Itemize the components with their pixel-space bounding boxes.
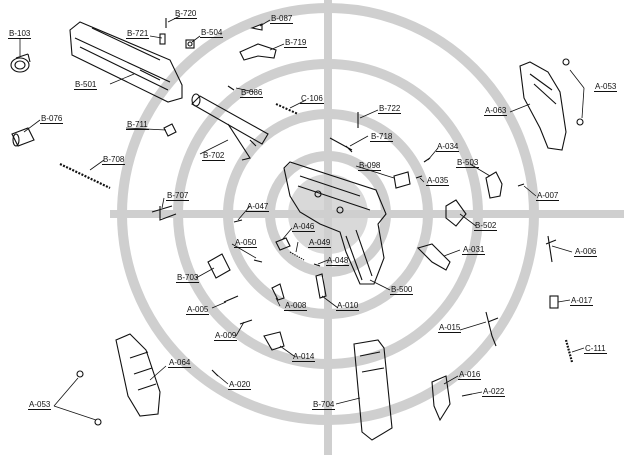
label-b098: B-098 (358, 161, 382, 171)
label-b704: B-704 (312, 400, 336, 410)
label-a015: A-015 (438, 323, 462, 333)
label-a008: A-008 (284, 301, 308, 311)
part-a006-spring (545, 235, 557, 263)
label-b504: B-504 (200, 28, 224, 38)
part-b703-link (207, 253, 231, 279)
label-b503: B-503 (456, 158, 480, 168)
label-a005: A-005 (186, 305, 210, 315)
part-a064-grip-panel (115, 333, 161, 417)
label-a053-bottom: A-053 (28, 400, 52, 410)
label-a050: A-050 (234, 238, 258, 248)
part-a031-disconnector (416, 243, 451, 271)
label-b501: B-501 (74, 80, 98, 90)
part-c111-spring (564, 339, 574, 363)
label-a035: A-035 (426, 176, 450, 186)
label-b500: B-500 (390, 285, 414, 295)
part-a010-part (315, 273, 327, 299)
part-a035-pin (415, 175, 423, 179)
part-b704-magazine (353, 339, 393, 441)
part-b502-sear (445, 199, 467, 227)
label-a049: A-049 (308, 238, 332, 248)
label-b719: B-719 (284, 38, 308, 48)
part-a008-part (271, 283, 285, 301)
part-a050-pin (253, 259, 263, 263)
label-b086: B-086 (240, 88, 264, 98)
label-a034: A-034 (436, 142, 460, 152)
label-a020: A-020 (228, 380, 252, 390)
label-a031: A-031 (462, 245, 486, 255)
label-b502: B-502 (474, 221, 498, 231)
part-b076-plug (11, 127, 35, 147)
label-b711: B-711 (126, 120, 149, 130)
label-a006: A-006 (574, 247, 598, 257)
part-b711-part (163, 123, 177, 137)
label-b718: B-718 (370, 132, 394, 142)
label-b103: B-103 (8, 29, 32, 39)
label-a053-top: A-053 (594, 82, 618, 92)
part-a049-spring (289, 251, 305, 261)
leader-lines (19, 15, 585, 421)
part-b708-spring (59, 163, 111, 189)
part-a063-grip-panel (519, 61, 567, 151)
part-b719-sight (239, 43, 277, 61)
part-b707-slide-stop (151, 205, 177, 221)
label-c111: C-111 (584, 344, 607, 354)
label-a017: A-017 (570, 296, 594, 306)
part-a005-pin (223, 295, 239, 303)
label-a014: A-014 (292, 352, 316, 362)
label-a048: A-048 (326, 256, 350, 266)
target-crosshair (110, 0, 624, 455)
label-b076: B-076 (40, 114, 64, 124)
part-a016-trigger (431, 375, 451, 422)
part-a009-pin (239, 319, 253, 325)
part-a014-part (263, 331, 285, 351)
label-b702: B-702 (202, 151, 226, 161)
part-b087-pin (250, 23, 263, 31)
part-c106-spring (275, 103, 299, 115)
label-a022: A-022 (482, 387, 506, 397)
label-a009: A-009 (214, 331, 238, 341)
part-b500-frame (283, 161, 387, 285)
part-a022-pin (461, 393, 473, 397)
label-a063: A-063 (484, 106, 508, 116)
label-b720: B-720 (174, 9, 198, 19)
label-b707: B-707 (166, 191, 190, 201)
label-b087: B-087 (270, 14, 294, 24)
part-a053-screws-top (562, 58, 584, 126)
label-a007: A-007 (536, 191, 560, 201)
part-b086-pin (227, 85, 235, 91)
label-c106: C-106 (300, 94, 324, 104)
part-b501-slide (69, 21, 183, 103)
part-b718-firing-pin (329, 137, 353, 153)
label-b722: B-722 (378, 104, 402, 114)
part-b098-plunger (393, 171, 411, 189)
label-b703: B-703 (176, 273, 200, 283)
part-b504-extractor (185, 39, 195, 49)
part-b702-barrel (191, 93, 269, 161)
label-a047: A-047 (246, 202, 270, 212)
part-b503-hammer (485, 171, 503, 199)
part-a048-pin (313, 263, 321, 267)
part-b103-bushing (10, 53, 31, 73)
label-a064: A-064 (168, 358, 192, 368)
part-a047-pin (233, 219, 243, 223)
label-a046: A-046 (292, 222, 316, 232)
part-a007-pin (517, 183, 525, 187)
part-a015-spring (485, 311, 499, 347)
label-b708: B-708 (102, 155, 126, 165)
label-a016: A-016 (458, 370, 482, 380)
part-b721-pin (159, 33, 166, 45)
label-b721: B-721 (126, 29, 150, 39)
label-a010: A-010 (336, 301, 360, 311)
part-a053-screws-bottom (76, 370, 102, 426)
part-a017-plunger (549, 295, 559, 309)
